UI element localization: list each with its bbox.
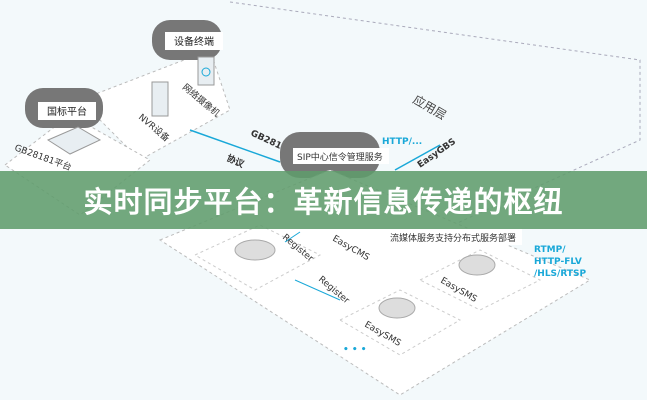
easysms-node-2	[338, 289, 462, 356]
national-platform-tag	[38, 102, 96, 120]
banner-title: 实时同步平台：革新信息传递的枢纽	[83, 185, 564, 219]
register-arrow-1	[284, 231, 301, 243]
http-label: HTTP/...	[382, 137, 422, 147]
easycms-server-icon	[234, 239, 276, 261]
nvr-icon	[151, 81, 169, 117]
easygbs-label: EasyGBS	[416, 137, 458, 171]
rtmp-label: RTMP/	[534, 245, 566, 255]
hls-label: /HLS/RTSP	[534, 269, 586, 279]
more-indicator: • • •	[343, 345, 367, 355]
stream-label: 流媒体服务支持分布式服务部署	[390, 232, 516, 244]
device-terminal-tag	[165, 32, 223, 50]
http-arrow	[394, 144, 441, 171]
app-layer-label: 应用层	[411, 92, 450, 123]
easysms-node-1	[418, 249, 542, 311]
platform-icon	[46, 126, 102, 155]
protocol-arrow	[189, 129, 281, 163]
stream-tag	[387, 229, 522, 245]
national-platform	[4, 114, 151, 216]
camera-lens-icon	[201, 67, 211, 77]
sip-tag	[293, 148, 389, 164]
national-platform-label: 国标平台	[47, 105, 87, 118]
httpflv-label: HTTP-FLV	[534, 257, 582, 267]
easysms-server-icon-1	[458, 254, 496, 276]
title-banner: 实时同步平台：革新信息传递的枢纽	[0, 171, 647, 229]
sip-label: SIP中心信令管理服务	[297, 151, 383, 163]
easysms-server-icon-2	[378, 297, 416, 319]
device-terminal-label: 设备终端	[174, 35, 214, 48]
camera-icon	[197, 56, 215, 86]
register-arrow-2	[294, 279, 341, 301]
protocol-suffix: 协议	[225, 152, 247, 171]
